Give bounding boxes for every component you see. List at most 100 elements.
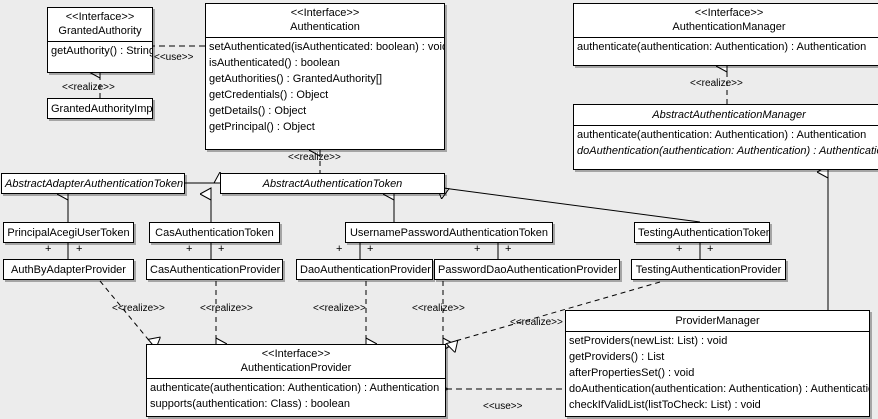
class-header: <<Interface>> AuthenticationManager <box>574 4 878 37</box>
class-name-label: TestingAuthenticationProvider <box>635 264 782 276</box>
stereotype-label: <<Interface>> <box>261 348 331 360</box>
edge-label-realize-daoauthenticationprovider: <<realize>> <box>313 303 366 314</box>
operations-compartment: authenticate(authentication: Authenticat… <box>574 125 878 160</box>
member-row: getAuthorities() : GrantedAuthority[] <box>209 73 383 85</box>
class-header: AbstractAuthenticationManager <box>574 105 878 125</box>
class-header: UsernamePasswordAuthenticationToken <box>346 223 552 242</box>
class-name-label: CasAuthenticationToken <box>155 227 274 239</box>
class-dao-authentication-provider[interactable]: DaoAuthenticationProvider <box>296 259 433 280</box>
class-header: ProviderManager <box>566 311 869 331</box>
class-header: CasAuthenticationProvider <box>147 260 282 279</box>
class-header: <<Interface>> Authentication <box>206 4 444 37</box>
class-abstract-adapter-authentication-token[interactable]: AbstractAdapterAuthenticationToken <box>1 173 185 194</box>
edge-label-realize-passworddaoauthenticationprovider: <<realize>> <box>412 303 465 314</box>
operations-compartment: setAuthenticated(isAuthenticated: boolea… <box>206 37 444 136</box>
edge-label-use-authentication-grantedauthority: <<use>> <box>154 52 194 63</box>
member-row: supports(authentication: Class) : boolea… <box>150 398 350 410</box>
class-authentication-provider[interactable]: <<Interface>> AuthenticationProvider aut… <box>146 344 446 417</box>
class-name-label: AbstractAuthenticationManager <box>652 109 806 121</box>
member-row: afterPropertiesSet() : void <box>569 367 695 379</box>
assoc-plus-mark: + <box>336 243 343 255</box>
stereotype-label: <<Interface>> <box>65 11 135 23</box>
class-header: <<Interface>> GrantedAuthority <box>48 8 152 41</box>
edge-label-realize-grantedauthorityimpl: <<realize>> <box>62 82 115 93</box>
edge-label-realize-authbyadapterprovider: <<realize>> <box>112 303 165 314</box>
class-name-label: UsernamePasswordAuthenticationToken <box>349 227 549 239</box>
class-header: DaoAuthenticationProvider <box>297 260 432 279</box>
class-header: <<Interface>> AuthenticationProvider <box>147 345 445 378</box>
class-auth-by-adapter-provider[interactable]: AuthByAdapterProvider <box>3 259 134 280</box>
stereotype-label: <<Interface>> <box>290 7 360 19</box>
edge-generalize-testingauthenticationtoken <box>443 188 701 223</box>
assoc-plus-mark: + <box>505 243 512 255</box>
class-header: TestingAuthenticationProvider <box>632 260 785 279</box>
class-provider-manager[interactable]: ProviderManager setProviders(newList: Li… <box>565 310 870 417</box>
member-row: getCredentials() : Object <box>209 89 329 101</box>
assoc-plus-mark: + <box>45 243 52 255</box>
member-row: authenticate(authentication: Authenticat… <box>577 41 867 53</box>
class-name-label: PrincipalAcegiUserToken <box>7 227 130 239</box>
assoc-plus-mark: + <box>707 243 714 255</box>
class-abstract-authentication-token[interactable]: AbstractAuthenticationToken <box>220 173 445 194</box>
class-password-dao-authentication-provider[interactable]: PasswordDaoAuthenticationProvider <box>434 259 620 280</box>
class-header: TestingAuthenticationToken <box>635 223 770 242</box>
class-name-label: Authentication <box>290 21 360 33</box>
class-header: PrincipalAcegiUserToken <box>4 223 133 242</box>
class-name-label: AuthByAdapterProvider <box>11 264 126 276</box>
operations-compartment: authenticate(authentication: Authenticat… <box>147 378 445 413</box>
class-name-label: ProviderManager <box>675 315 760 327</box>
class-name-label: DaoAuthenticationProvider <box>300 264 431 276</box>
assoc-plus-mark: + <box>474 243 481 255</box>
class-header: PasswordDaoAuthenticationProvider <box>435 260 619 279</box>
class-granted-authority-impl[interactable]: GrantedAuthorityImpl <box>47 98 153 119</box>
member-row: getPrincipal() : Object <box>209 121 315 133</box>
stereotype-label: <<Interface>> <box>694 7 764 19</box>
assoc-plus-mark: + <box>186 243 193 255</box>
class-testing-authentication-provider[interactable]: TestingAuthenticationProvider <box>631 259 786 280</box>
class-granted-authority[interactable]: <<Interface>> GrantedAuthority getAuthor… <box>47 7 153 73</box>
assoc-plus-mark: + <box>367 243 374 255</box>
class-name-label: AuthenticationManager <box>672 21 786 33</box>
class-username-password-authentication-token[interactable]: UsernamePasswordAuthenticationToken <box>345 222 553 243</box>
class-name-label: AuthenticationProvider <box>240 362 352 374</box>
edge-label-realize-abstractauthenticationmanager: <<realize>> <box>690 78 743 89</box>
class-header: CasAuthenticationToken <box>150 223 279 242</box>
operations-compartment: getAuthority() : String <box>48 41 152 60</box>
class-name-label: TestingAuthenticationToken <box>638 227 770 239</box>
member-row: getDetails() : Object <box>209 105 307 117</box>
class-header: AbstractAdapterAuthenticationToken <box>2 174 184 193</box>
class-name-label: GrantedAuthorityImpl <box>51 103 153 115</box>
member-row: authenticate(authentication: Authenticat… <box>150 382 440 394</box>
assoc-plus-mark: + <box>676 243 683 255</box>
class-name-label: AbstractAuthenticationToken <box>262 178 403 190</box>
class-cas-authentication-token[interactable]: CasAuthenticationToken <box>149 222 280 243</box>
edge-label-realize-testingauthenticationprovider: <<realize>> <box>510 317 563 328</box>
member-row: setAuthenticated(isAuthenticated: boolea… <box>209 41 445 53</box>
member-row: setProviders(newList: List) : void <box>569 335 728 347</box>
operations-compartment: authenticate(authentication: Authenticat… <box>574 37 878 56</box>
class-name-label: GrantedAuthority <box>58 25 142 37</box>
member-row: checkIfValidList(listToCheck: List) : vo… <box>569 399 761 411</box>
assoc-plus-mark: + <box>76 243 83 255</box>
edge-label-use-providermanager-authenticationprovider: <<use>> <box>483 401 523 412</box>
class-header: AbstractAuthenticationToken <box>221 174 444 193</box>
class-name-label: PasswordDaoAuthenticationProvider <box>438 264 618 276</box>
class-authentication[interactable]: <<Interface>> Authentication setAuthenti… <box>205 3 445 150</box>
member-row: isAuthenticated() : boolean <box>209 57 340 69</box>
class-abstract-authentication-manager[interactable]: AbstractAuthenticationManager authentica… <box>573 104 878 170</box>
edge-label-realize-casauthenticationprovider: <<realize>> <box>200 303 253 314</box>
member-row: doAuthentication(authentication: Authent… <box>577 145 878 157</box>
member-row: doAuthentication(authentication: Authent… <box>569 383 870 395</box>
class-testing-authentication-token[interactable]: TestingAuthenticationToken <box>634 222 770 243</box>
member-row: authenticate(authentication: Authenticat… <box>577 129 867 141</box>
class-authentication-manager[interactable]: <<Interface>> AuthenticationManager auth… <box>573 3 878 66</box>
member-row: getAuthority() : String <box>51 45 153 57</box>
class-name-label: CasAuthenticationProvider <box>150 264 281 276</box>
class-header: GrantedAuthorityImpl <box>48 99 153 118</box>
class-name-label: AbstractAdapterAuthenticationToken <box>5 178 184 190</box>
class-principal-acegi-user-token[interactable]: PrincipalAcegiUserToken <box>3 222 134 243</box>
assoc-plus-mark: + <box>218 243 225 255</box>
operations-compartment: setProviders(newList: List) : void getPr… <box>566 331 869 414</box>
class-cas-authentication-provider[interactable]: CasAuthenticationProvider <box>146 259 283 280</box>
